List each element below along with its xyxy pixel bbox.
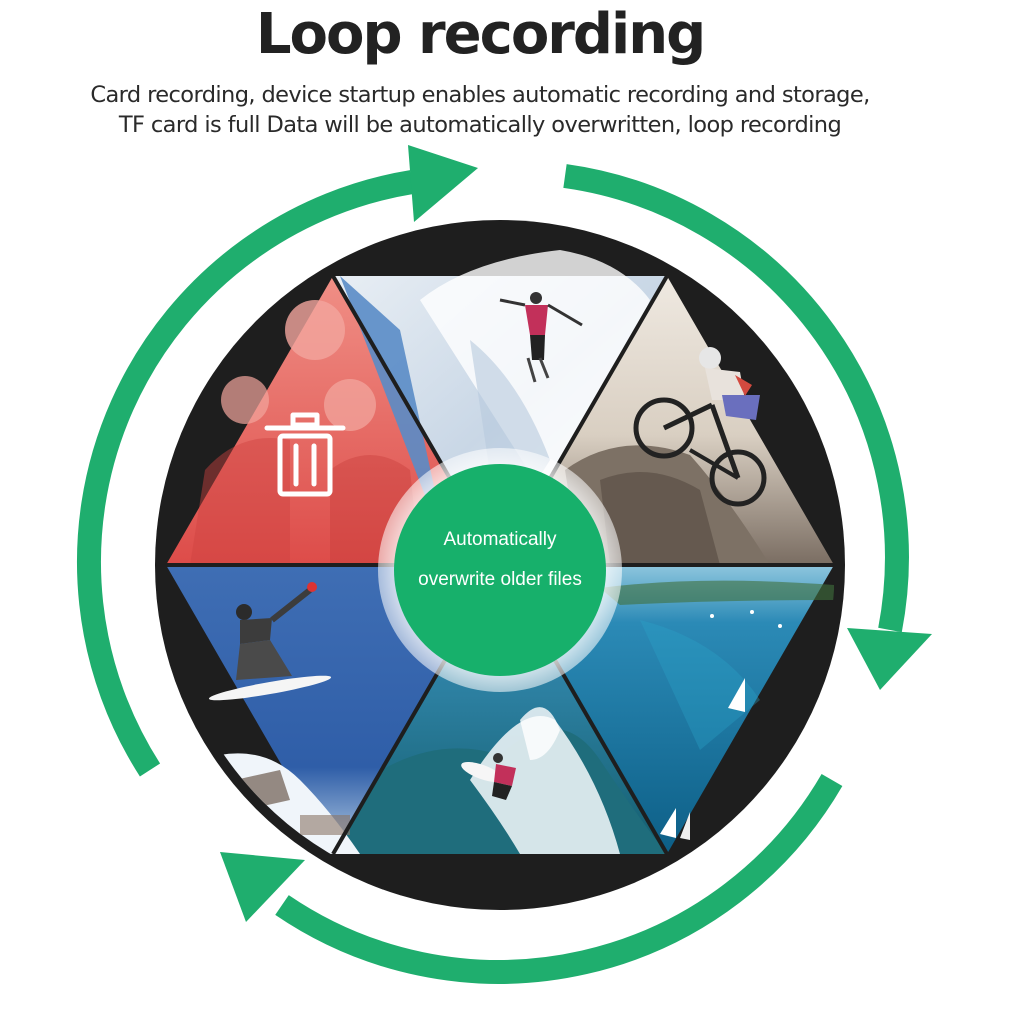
center-label: Automatically overwrite older files xyxy=(380,520,620,620)
trash-icon xyxy=(264,412,346,497)
center-badge xyxy=(394,464,606,676)
arrow-head-bottom xyxy=(220,852,305,922)
subtitle-line-1: Card recording, device startup enables a… xyxy=(90,82,870,108)
page-subtitle: Card recording, device startup enables a… xyxy=(0,80,960,140)
loop-arrow-bottom xyxy=(275,773,843,984)
center-label-line-2: overwrite older files xyxy=(418,569,582,590)
arrow-head-top xyxy=(408,145,478,222)
segment-skier xyxy=(333,250,667,565)
arrow-head-right xyxy=(847,628,932,690)
loop-arrow-right xyxy=(563,164,909,633)
subtitle-line-2: TF card is full Data will be automatical… xyxy=(118,112,842,138)
page-title: Loop recording xyxy=(255,2,706,67)
center-label-line-1: Automatically xyxy=(443,529,557,550)
loop-arrows xyxy=(77,145,932,984)
segment-surfer xyxy=(333,565,667,854)
loop-arrow-top-left xyxy=(77,170,414,777)
